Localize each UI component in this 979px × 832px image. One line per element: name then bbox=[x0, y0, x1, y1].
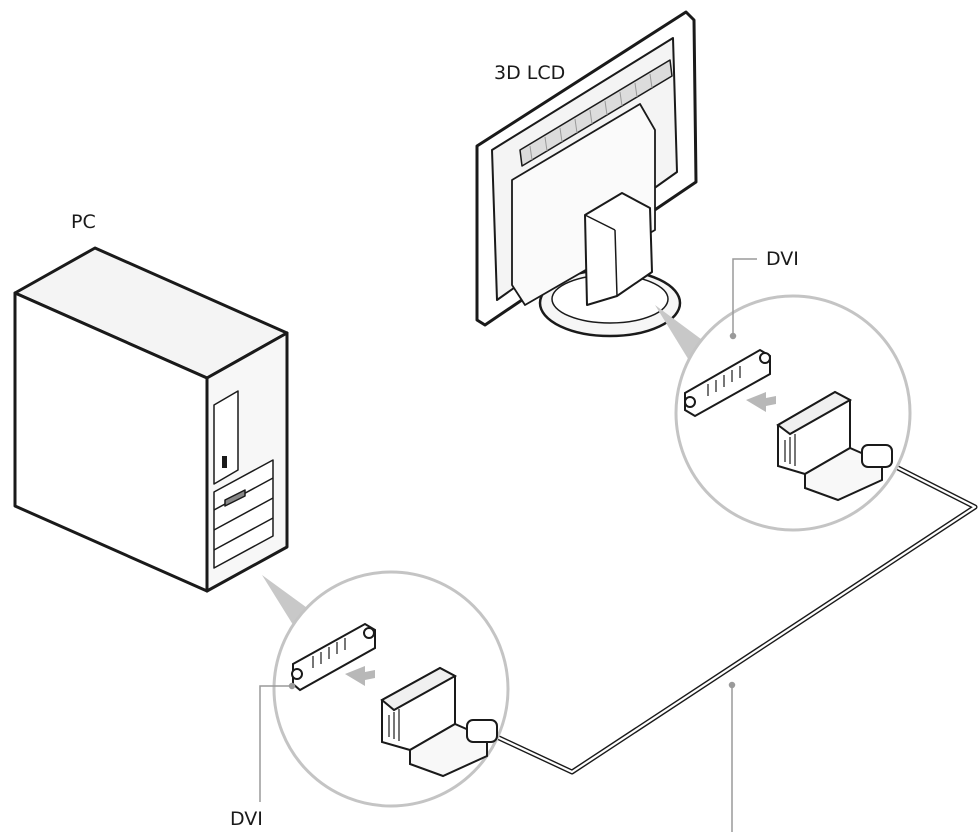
insert-arrow-monitor bbox=[746, 392, 776, 412]
dvi-port-monitor bbox=[684, 348, 771, 418]
dvi-plug-pc bbox=[380, 666, 498, 778]
pc-tower bbox=[13, 246, 289, 593]
leader-lines bbox=[259, 258, 757, 832]
callout-monitor-dvi bbox=[655, 294, 912, 532]
dvi-pc-label: DVI bbox=[230, 808, 263, 830]
monitor-label: 3D LCD bbox=[494, 62, 566, 84]
dvi-cable bbox=[494, 465, 978, 775]
pc-label: PC bbox=[71, 211, 96, 233]
dvi-monitor-label: DVI bbox=[766, 248, 799, 270]
lcd-monitor bbox=[475, 10, 698, 338]
dvi-plug-monitor bbox=[776, 390, 893, 502]
callout-pc-dvi bbox=[262, 570, 510, 808]
insert-arrow-pc bbox=[345, 666, 375, 686]
